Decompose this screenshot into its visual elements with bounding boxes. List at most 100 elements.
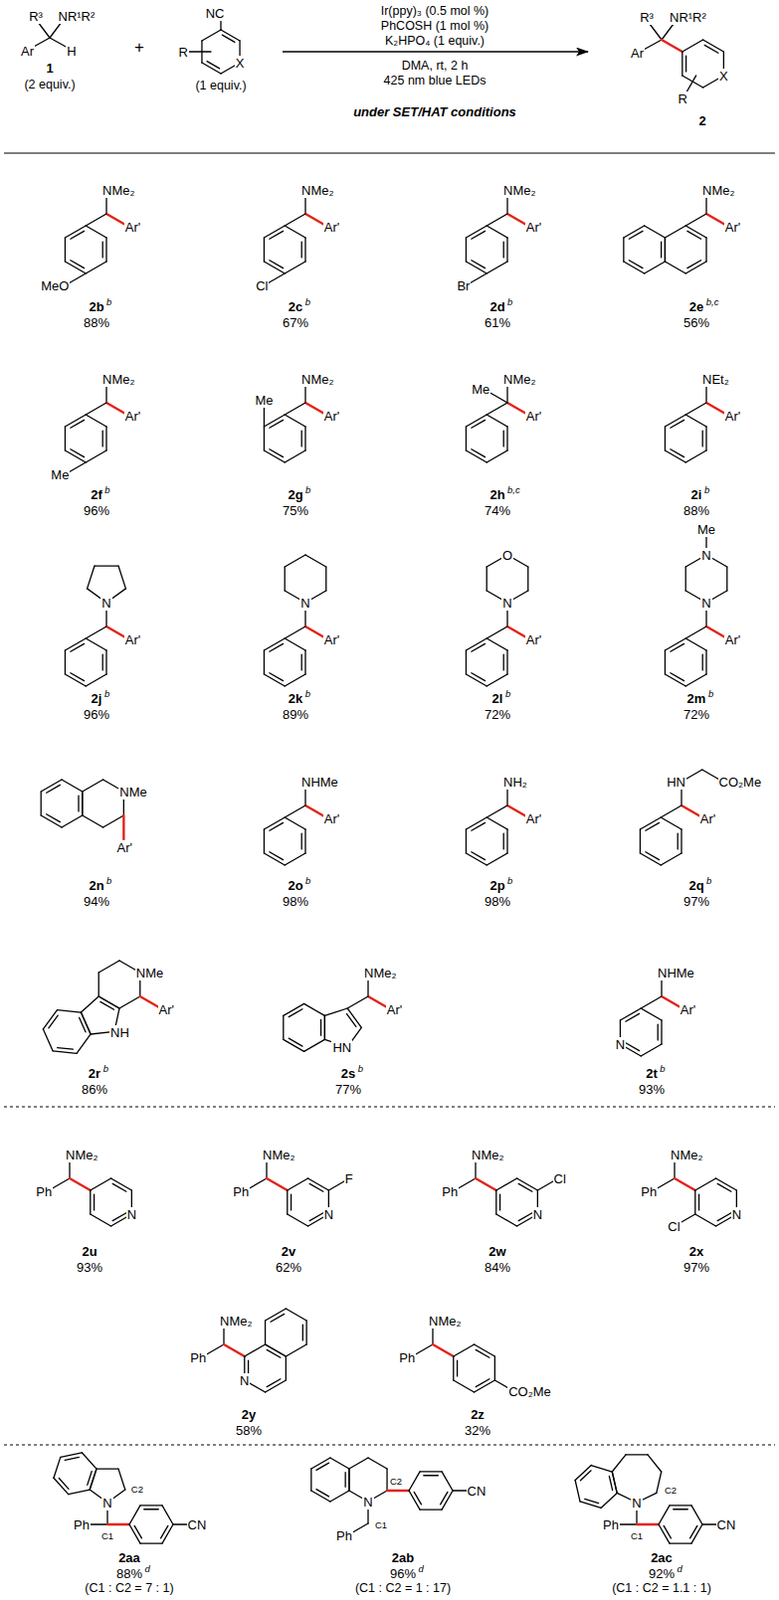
- bond: [486, 638, 508, 651]
- bond: [285, 1309, 307, 1322]
- atom-label: Ar': [724, 632, 742, 648]
- compound-number: 2m: [686, 691, 708, 707]
- atom-label: NMe₂: [300, 183, 336, 198]
- atom-label: CO₂Me: [718, 775, 764, 790]
- bond: [324, 1015, 326, 1040]
- section-rule: [3, 152, 776, 154]
- bond: [658, 1506, 670, 1526]
- yield: 62%: [274, 1260, 303, 1276]
- reactant: R³NR¹R²ArH1(2 equiv.): [0, 0, 115, 95]
- bond: [79, 1017, 86, 1032]
- bond: [503, 241, 505, 258]
- atom-label: Ar': [525, 632, 543, 648]
- bond: [100, 1001, 115, 1010]
- bond: [575, 1466, 591, 1482]
- product-example: NMe₂Ar'MeO2bb88%: [6, 159, 187, 334]
- compound-number: 2k: [287, 691, 304, 707]
- bond: [506, 237, 508, 262]
- footnote-mark: b: [105, 875, 113, 887]
- compound-number: 2f: [89, 487, 104, 503]
- bond: [85, 638, 107, 651]
- bond: [670, 673, 685, 682]
- compound-number: 2g: [286, 487, 304, 503]
- footnote-mark: b: [103, 484, 111, 496]
- bond: [40, 791, 42, 816]
- bond: [600, 1493, 617, 1509]
- atom-label: Ar': [323, 811, 341, 827]
- atom-label: Ar': [525, 811, 543, 827]
- yield: 88%: [82, 315, 111, 331]
- bond: [440, 1492, 448, 1506]
- bond: [85, 402, 107, 415]
- bond: [304, 650, 306, 675]
- bond: [611, 1455, 626, 1473]
- bond: [686, 75, 697, 93]
- atom-label: NEt₂: [701, 372, 731, 388]
- bond: [456, 1361, 458, 1377]
- atom-label: Ar': [386, 1002, 403, 1018]
- atom-label: N: [126, 1207, 138, 1223]
- position-label: C2: [130, 1484, 145, 1496]
- atom-label: Ph: [34, 1184, 53, 1200]
- bond: [290, 1194, 292, 1211]
- bond: [660, 241, 662, 258]
- yield: 98%: [281, 894, 310, 910]
- bond: [640, 1044, 662, 1057]
- atom-label: Ph: [639, 1184, 658, 1200]
- bond: [717, 1213, 732, 1222]
- bond: [269, 852, 284, 861]
- bond: [349, 1458, 369, 1470]
- atom-label: N: [101, 1496, 113, 1512]
- bond: [284, 450, 306, 463]
- atom-label: N: [532, 1207, 544, 1223]
- yield: 96%: [82, 707, 111, 723]
- bond: [305, 1321, 307, 1346]
- bond: [471, 230, 486, 239]
- position-label: C1: [629, 1531, 644, 1543]
- bond: [266, 1350, 281, 1359]
- bond: [486, 853, 508, 866]
- yield: 96%: [82, 503, 111, 519]
- atom-label: Cl: [666, 1219, 681, 1235]
- bond: [94, 565, 119, 567]
- bond: [423, 1475, 439, 1477]
- bond: [46, 814, 61, 823]
- bond: [284, 817, 306, 830]
- bond: [506, 650, 508, 675]
- bond: [518, 1183, 533, 1192]
- bond: [494, 1357, 496, 1381]
- bond: [685, 213, 707, 226]
- bond: [102, 241, 104, 258]
- bond: [42, 1029, 53, 1052]
- bond: [103, 815, 125, 828]
- atom-label: NMe₂: [701, 183, 737, 198]
- atom-label: X: [234, 55, 246, 71]
- compound-number: 2o: [286, 878, 304, 894]
- footnote-mark: b: [506, 875, 514, 887]
- bond: [660, 817, 682, 830]
- yield: 96%: [389, 1566, 417, 1582]
- atom-label: N: [299, 595, 311, 611]
- product-example: NMeAr'2nb94%: [6, 726, 187, 912]
- selectivity-ratio: (C1 : C2 = 1 : 17): [354, 1581, 452, 1597]
- atom-label: Ph: [601, 1518, 620, 1534]
- position-label: C1: [374, 1520, 389, 1532]
- yield: 56%: [682, 315, 711, 331]
- bond: [677, 833, 679, 850]
- bond: [284, 674, 306, 687]
- bond: [70, 230, 85, 239]
- bond: [413, 1492, 421, 1506]
- atom-label: Cl: [553, 1171, 568, 1187]
- bond: [304, 829, 306, 854]
- bond: [269, 822, 284, 831]
- atom-label: N: [100, 595, 112, 611]
- bond: [57, 1010, 82, 1014]
- bond: [702, 430, 704, 447]
- bond: [206, 61, 220, 69]
- compound-number: 2y: [240, 1407, 257, 1423]
- bond: [58, 1479, 69, 1491]
- bond: [486, 414, 508, 427]
- product-example: NMe₂Ar'Cl2cb67%: [205, 159, 386, 334]
- bond: [527, 567, 529, 591]
